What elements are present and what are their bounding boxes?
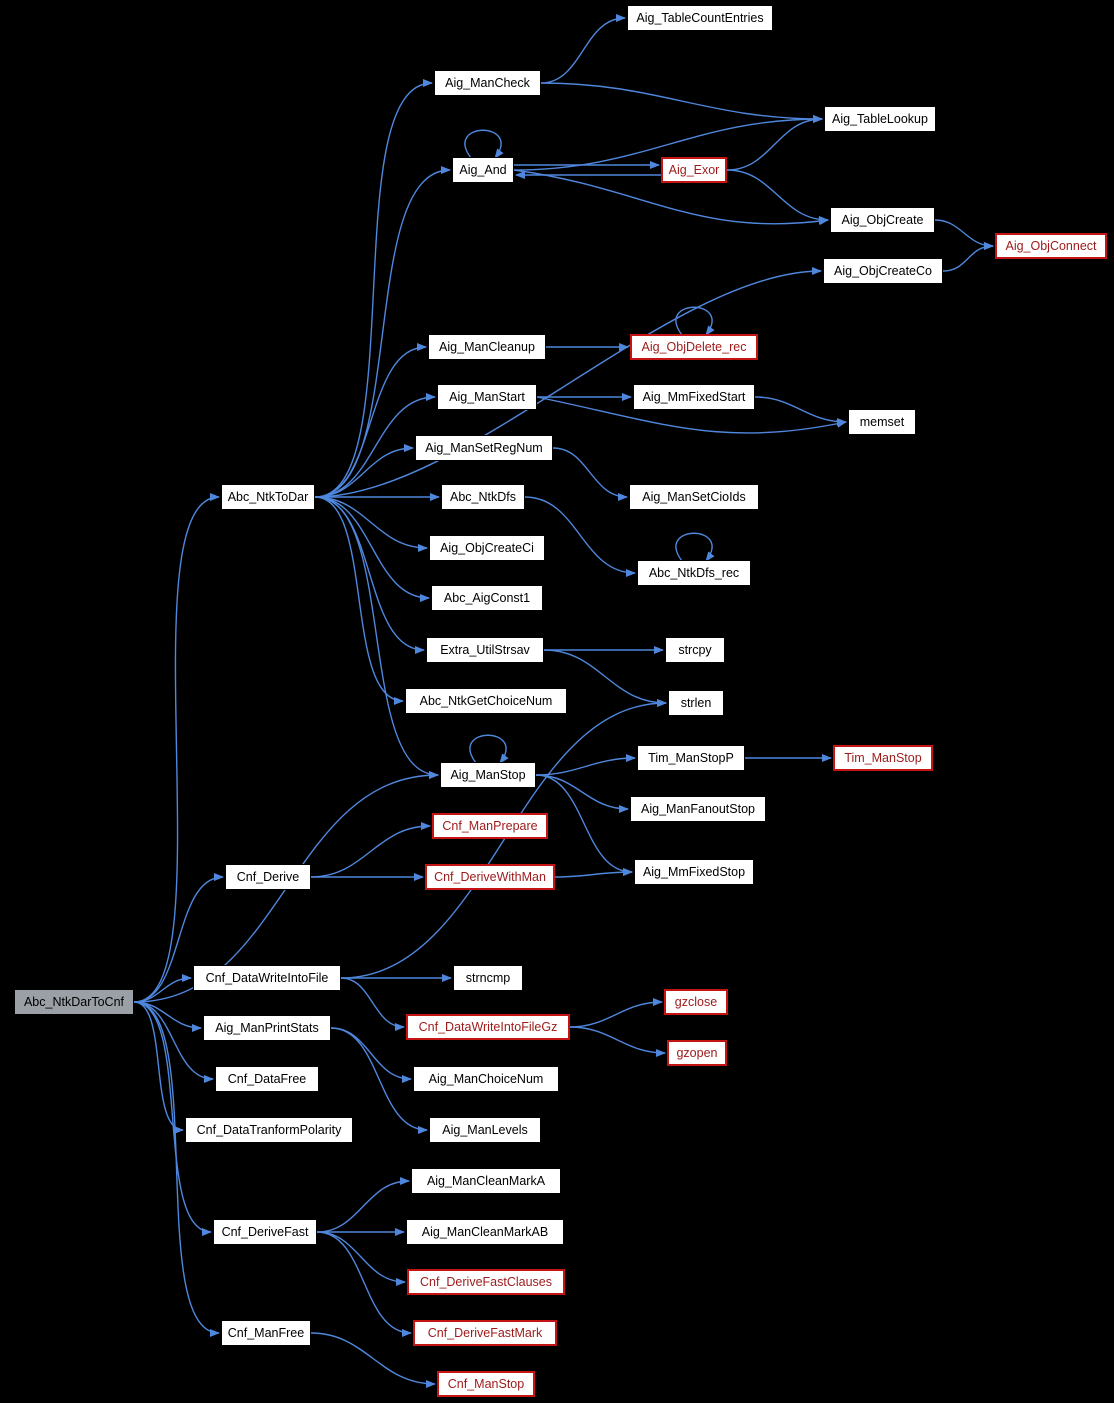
graph-node-Abc_NtkDfs_rec[interactable]: Abc_NtkDfs_rec — [637, 560, 751, 586]
graph-node-Cnf_ManFree[interactable]: Cnf_ManFree — [221, 1320, 311, 1346]
call-edge-Abc_NtkDarToCnf-to-Cnf_DataWriteIntoFile — [133, 974, 192, 1003]
graph-node-Cnf_DataFree[interactable]: Cnf_DataFree — [215, 1066, 319, 1092]
call-edge-Aig_ManStop-to-Aig_MmFixedStop — [535, 774, 633, 876]
graph-node-Aig_ObjCreateCi[interactable]: Aig_ObjCreateCi — [429, 535, 545, 561]
call-edge-Aig_ManSetRegNum-to-Aig_ManSetCioIds — [552, 447, 628, 501]
call-edge-Aig_ManCheck-to-Aig_TableLookup — [540, 82, 823, 123]
call-edge-Aig_ObjCreateCo-to-Aig_ObjConnect — [942, 242, 994, 272]
graph-node-Aig_ObjDelete_rec[interactable]: Aig_ObjDelete_rec — [630, 334, 758, 360]
call-edge-Aig_ManCheck-to-Aig_TableCountEntries — [540, 14, 626, 84]
graph-node-gzclose[interactable]: gzclose — [664, 989, 728, 1015]
graph-node-Cnf_Derive[interactable]: Cnf_Derive — [225, 864, 311, 890]
graph-node-Aig_ManFanoutStop[interactable]: Aig_ManFanoutStop — [630, 796, 766, 822]
call-edge-Aig_Exor-to-Aig_TableLookup — [726, 115, 823, 171]
call-edge-Cnf_ManFree-to-Cnf_ManStop — [310, 1332, 436, 1388]
graph-node-Abc_NtkToDar[interactable]: Abc_NtkToDar — [221, 484, 315, 510]
call-edge-Abc_NtkToDar-to-Aig_ObjCreateCi — [314, 496, 428, 552]
graph-node-gzopen[interactable]: gzopen — [667, 1040, 727, 1066]
call-edge-Aig_ManPrintStats-to-Aig_ManChoiceNum — [330, 1027, 412, 1083]
graph-node-Aig_MmFixedStop[interactable]: Aig_MmFixedStop — [634, 859, 754, 885]
call-edge-Abc_NtkToDar-to-Aig_ObjCreateCo — [314, 267, 822, 498]
graph-node-Aig_ManLevels[interactable]: Aig_ManLevels — [429, 1117, 541, 1143]
graph-node-Aig_ManCleanMarkA[interactable]: Aig_ManCleanMarkA — [411, 1168, 561, 1194]
call-edge-Abc_NtkDarToCnf-to-Cnf_DataFree — [133, 1001, 214, 1083]
call-edge-Cnf_DeriveFast-to-Aig_ManCleanMarkA — [316, 1177, 410, 1233]
call-edge-Aig_ManStop-to-Tim_ManStopP — [535, 754, 636, 776]
graph-node-Aig_ManSetRegNum[interactable]: Aig_ManSetRegNum — [415, 435, 553, 461]
graph-node-Tim_ManStopP[interactable]: Tim_ManStopP — [637, 745, 745, 771]
call-edge-Abc_NtkDfs-to-Abc_NtkDfs_rec — [524, 496, 636, 577]
call-edge-Extra_UtilStrsav-to-strlen — [543, 649, 667, 707]
call-edge-Aig_ObjDelete_rec-to-Aig_ObjDelete_rec — [675, 306, 715, 336]
call-edge-Cnf_DataWriteIntoFileGz-to-gzopen — [569, 1026, 666, 1057]
call-edge-Aig_And-to-Aig_ObjCreate — [513, 169, 829, 226]
call-edge-Abc_NtkDarToCnf-to-Cnf_ManFree — [133, 1001, 220, 1337]
graph-node-Aig_ManSetCioIds[interactable]: Aig_ManSetCioIds — [629, 484, 759, 510]
call-edge-Abc_NtkToDar-to-Abc_AigConst1 — [314, 496, 430, 602]
call-edge-Aig_ManStop-to-Aig_ManStop — [469, 734, 509, 764]
call-edge-Aig_MmFixedStart-to-memset — [754, 396, 847, 426]
graph-node-Aig_ManStop[interactable]: Aig_ManStop — [440, 762, 536, 788]
graph-node-Cnf_DataWriteIntoFile[interactable]: Cnf_DataWriteIntoFile — [193, 965, 341, 991]
call-edge-Abc_NtkDarToCnf-to-Cnf_DeriveFast — [133, 1001, 212, 1236]
graph-node-Aig_ManCleanup[interactable]: Aig_ManCleanup — [428, 334, 546, 360]
call-edge-Abc_NtkDarToCnf-to-Abc_NtkToDar — [133, 493, 220, 1003]
graph-node-Abc_AigConst1[interactable]: Abc_AigConst1 — [431, 585, 543, 611]
graph-node-Aig_ObjCreateCo[interactable]: Aig_ObjCreateCo — [823, 258, 943, 284]
call-edge-Abc_NtkToDar-to-Extra_UtilStrsav — [314, 496, 425, 654]
call-edge-Aig_And-to-Aig_TableLookup — [513, 115, 823, 171]
call-edge-Cnf_DeriveWithMan-to-Aig_MmFixedStop — [554, 868, 633, 878]
graph-node-Cnf_DataTranformPolarity[interactable]: Cnf_DataTranformPolarity — [185, 1117, 353, 1143]
call-edge-Cnf_DataWriteIntoFile-to-strlen — [340, 699, 667, 979]
graph-node-Aig_And[interactable]: Aig_And — [452, 157, 514, 183]
graph-node-Aig_ManCheck[interactable]: Aig_ManCheck — [434, 70, 541, 96]
graph-node-Cnf_ManStop[interactable]: Cnf_ManStop — [437, 1371, 535, 1397]
graph-node-strncmp[interactable]: strncmp — [453, 965, 523, 991]
call-edge-Cnf_Derive-to-Cnf_ManPrepare — [310, 822, 431, 878]
graph-node-Aig_ManCleanMarkAB[interactable]: Aig_ManCleanMarkAB — [406, 1219, 564, 1245]
graph-node-Aig_TableCountEntries[interactable]: Aig_TableCountEntries — [627, 5, 773, 31]
call-edge-Cnf_DeriveFast-to-Cnf_DeriveFastMark — [316, 1231, 412, 1337]
graph-node-memset[interactable]: memset — [848, 409, 916, 435]
graph-node-Cnf_DeriveFastMark[interactable]: Cnf_DeriveFastMark — [413, 1320, 557, 1346]
call-edge-Abc_NtkToDar-to-Aig_ManCheck — [314, 79, 433, 498]
graph-node-Aig_ManChoiceNum[interactable]: Aig_ManChoiceNum — [413, 1066, 559, 1092]
graph-node-Aig_ObjCreate[interactable]: Aig_ObjCreate — [830, 207, 935, 233]
call-edge-Abc_NtkDarToCnf-to-Cnf_Derive — [133, 873, 224, 1003]
call-edge-Aig_Exor-to-Aig_ObjCreate — [726, 169, 829, 224]
call-edge-Abc_NtkToDar-to-Abc_NtkGetChoiceNum — [314, 496, 404, 705]
graph-node-Extra_UtilStrsav[interactable]: Extra_UtilStrsav — [426, 637, 544, 663]
call-edge-Aig_And-to-Aig_And — [464, 129, 504, 159]
call-edge-Aig_ManStart-to-memset — [536, 396, 847, 434]
call-edge-Abc_NtkToDar-to-Aig_ManStop — [314, 496, 439, 779]
graph-node-Aig_MmFixedStart[interactable]: Aig_MmFixedStart — [633, 384, 755, 410]
call-edge-Aig_ObjCreate-to-Aig_ObjConnect — [934, 219, 994, 250]
graph-node-Aig_ManPrintStats[interactable]: Aig_ManPrintStats — [203, 1015, 331, 1041]
graph-node-Aig_ManStart[interactable]: Aig_ManStart — [437, 384, 537, 410]
graph-node-Cnf_DeriveFastClauses[interactable]: Cnf_DeriveFastClauses — [407, 1269, 565, 1295]
graph-node-Abc_NtkGetChoiceNum[interactable]: Abc_NtkGetChoiceNum — [405, 688, 567, 714]
graph-node-Cnf_ManPrepare[interactable]: Cnf_ManPrepare — [432, 813, 548, 839]
graph-node-strcpy[interactable]: strcpy — [665, 637, 725, 663]
graph-node-Abc_NtkDarToCnf: Abc_NtkDarToCnf — [14, 989, 134, 1015]
call-edge-Aig_ManStop-to-Aig_ManFanoutStop — [535, 774, 629, 813]
graph-node-Cnf_DeriveFast[interactable]: Cnf_DeriveFast — [213, 1219, 317, 1245]
graph-node-strlen[interactable]: strlen — [668, 690, 724, 716]
call-edge-Abc_NtkToDar-to-Aig_ManSetRegNum — [314, 444, 414, 498]
graph-node-Abc_NtkDfs[interactable]: Abc_NtkDfs — [441, 484, 525, 510]
graph-node-Aig_ObjConnect[interactable]: Aig_ObjConnect — [995, 233, 1107, 259]
call-edge-Abc_NtkDfs_rec-to-Abc_NtkDfs_rec — [675, 532, 715, 562]
call-edge-Abc_NtkToDar-to-Aig_ManCleanup — [314, 343, 427, 498]
call-edge-Cnf_DataWriteIntoFileGz-to-gzclose — [569, 998, 663, 1028]
graph-node-Tim_ManStop[interactable]: Tim_ManStop — [833, 745, 933, 771]
call-edge-Cnf_DataWriteIntoFile-to-Cnf_DataWriteIntoFileGz — [340, 977, 405, 1031]
graph-node-Cnf_DataWriteIntoFileGz[interactable]: Cnf_DataWriteIntoFileGz — [406, 1014, 570, 1040]
call-edge-Aig_ManPrintStats-to-Aig_ManLevels — [330, 1027, 428, 1134]
graph-node-Aig_TableLookup[interactable]: Aig_TableLookup — [824, 106, 936, 132]
graph-node-Aig_Exor[interactable]: Aig_Exor — [661, 157, 727, 183]
graph-node-Cnf_DeriveWithMan[interactable]: Cnf_DeriveWithMan — [425, 864, 555, 890]
